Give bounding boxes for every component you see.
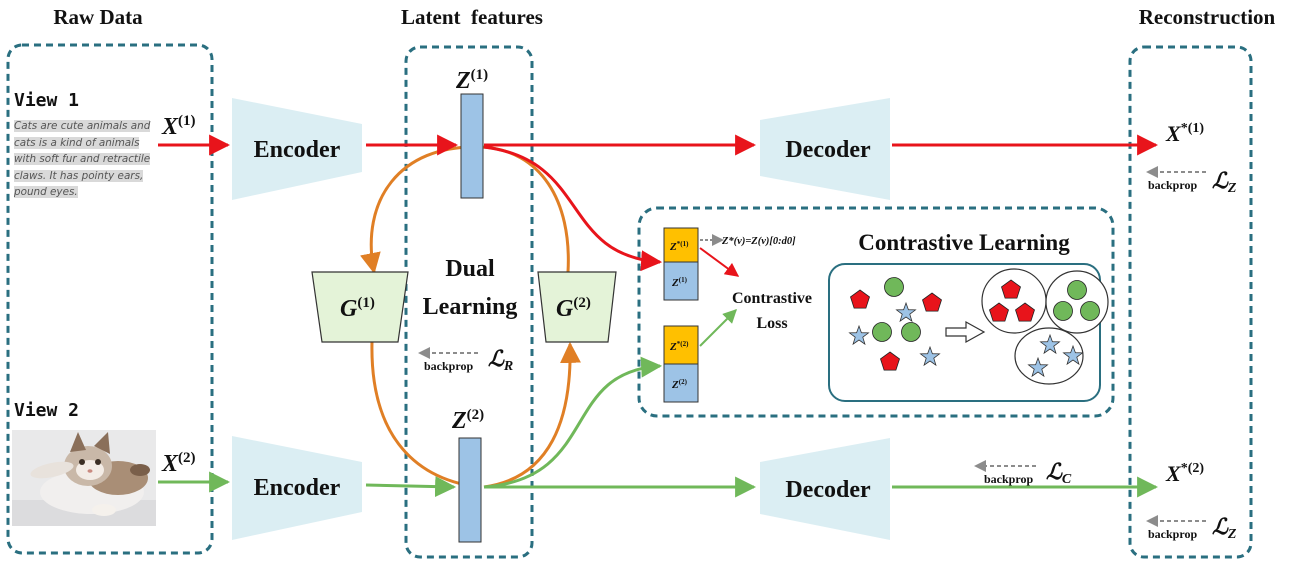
g1-network	[311, 271, 409, 343]
loss-lz-top: backprop ℒZ	[1146, 166, 1237, 196]
arrow-z2-contrastive	[483, 356, 663, 489]
z-star-2-stack: Z*(2) Z(2)	[663, 325, 699, 403]
encoder-view2: Encoder	[232, 436, 362, 540]
reconstruction-title: Reconstruction	[1139, 5, 1276, 29]
g2-label: G(2)	[556, 295, 591, 322]
contrastive-loss-label-1: Contrastive	[732, 290, 812, 307]
backprop-label-r: backprop	[424, 359, 473, 373]
xs2-label: X*(2)	[1165, 461, 1204, 486]
z1-latent-bar	[460, 93, 484, 199]
lz-bottom-symbol: ℒZ	[1212, 514, 1237, 542]
raw-data-frame	[6, 43, 214, 555]
backprop-label-z-top: backprop	[1148, 178, 1197, 192]
contrastive-frame	[637, 206, 1115, 418]
reconstruction-frame	[1128, 45, 1253, 559]
loss-lr: backprop ℒR	[418, 346, 513, 374]
encoder-view1: Encoder	[232, 98, 362, 200]
arrow-zs1-loss	[699, 247, 740, 277]
lr-symbol: ℒR	[488, 346, 513, 374]
contrastive-loss-label-2: Loss	[756, 315, 787, 332]
loss-lz-bottom: backprop ℒZ	[1146, 514, 1237, 542]
cluster-blue	[1014, 327, 1084, 385]
latent-frame	[404, 45, 534, 559]
dual-label: Dual	[445, 256, 495, 282]
decoder-view2-label: Decoder	[785, 477, 871, 503]
decoder-view2: Decoder	[760, 438, 890, 540]
z1-label: Z(1)	[455, 67, 488, 94]
encoder-view2-label: Encoder	[254, 475, 341, 501]
view1-text-sample: Cats are cute animals and cats is a kind…	[14, 120, 151, 199]
z2-small-label: Z(2)	[671, 378, 688, 391]
g2-network	[537, 271, 617, 343]
dual-loop-right	[483, 341, 581, 489]
cluster-green	[1045, 270, 1109, 334]
backprop-label-z-bottom: backprop	[1148, 527, 1197, 541]
x1-label: X(1)	[161, 113, 196, 140]
encoder-view1-label: Encoder	[254, 137, 341, 163]
dual-loop-right-up	[481, 145, 570, 273]
view2-label: View 2	[14, 400, 79, 421]
slice-formula: Z*(v)=Z(v)[0:d0]	[721, 236, 796, 247]
backprop-label-c: backprop	[984, 472, 1033, 486]
learning-label: Learning	[423, 294, 518, 320]
z-star-1-stack: Z*(1) Z(1)	[663, 227, 699, 301]
cluster-arrow	[945, 320, 986, 344]
arrow-z1-contrastive	[483, 145, 663, 272]
latent-features-title: Latent features	[401, 5, 543, 29]
xs1-label: X*(1)	[1165, 121, 1204, 146]
cluster-red	[981, 268, 1047, 334]
zs2-small-label: Z*(2)	[669, 340, 689, 353]
zs1-small-label: Z*(1)	[669, 240, 689, 253]
lz-top-symbol: ℒZ	[1212, 168, 1237, 196]
raw-data-title: Raw Data	[53, 5, 143, 29]
z2-label: Z(2)	[451, 407, 484, 434]
arrow-zs2-loss	[699, 309, 737, 347]
x2-label: X(2)	[161, 450, 196, 477]
cat-image	[12, 430, 156, 526]
arrow-encoder-z2	[365, 476, 457, 498]
view1-label: View 1	[14, 90, 79, 111]
z2-latent-bar	[458, 437, 482, 543]
loss-lc: backprop ℒC	[974, 459, 1072, 487]
z1-small-label: Z(1)	[671, 276, 688, 289]
decoder-view1-label: Decoder	[785, 137, 871, 163]
g1-label: G(1)	[340, 295, 375, 322]
contrastive-learning-title: Contrastive Learning	[858, 230, 1070, 255]
decoder-view1: Decoder	[760, 98, 890, 200]
lc-symbol: ℒC	[1046, 459, 1072, 487]
